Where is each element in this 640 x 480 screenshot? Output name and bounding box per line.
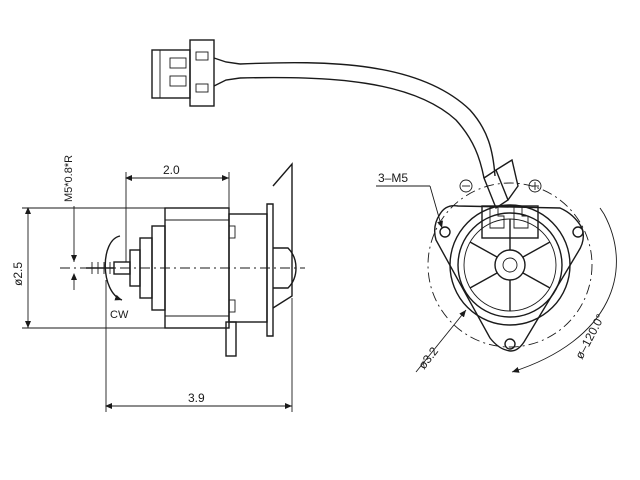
- dimension-label-side: ø2.5: [11, 262, 25, 286]
- dimension-diameter-2-5: [22, 207, 165, 329]
- mount-circle-label: ø–120.0°: [572, 312, 607, 362]
- dimension-diameter-3-2: [415, 309, 467, 373]
- connector: [151, 39, 241, 107]
- polarity-negative-symbol: [459, 179, 473, 193]
- rotation-arrow: [104, 235, 123, 301]
- rotation-label: CW: [110, 309, 129, 321]
- wire-harness: [239, 61, 496, 179]
- dimension-label-bottom: 3.9: [188, 391, 205, 405]
- motor-front-view: [427, 158, 593, 352]
- polarity-positive-symbol: [528, 179, 542, 193]
- holes-callout: [376, 185, 443, 229]
- dimension-3-9: [105, 280, 293, 412]
- dimension-2-0: [125, 172, 230, 262]
- thread-label: M5*0.8*R: [63, 155, 75, 202]
- motor-side-view: [86, 162, 297, 357]
- dimension-label-top: 2.0: [163, 163, 180, 177]
- holes-label: 3–M5: [378, 171, 408, 185]
- dimension-mount-circle: [511, 207, 617, 373]
